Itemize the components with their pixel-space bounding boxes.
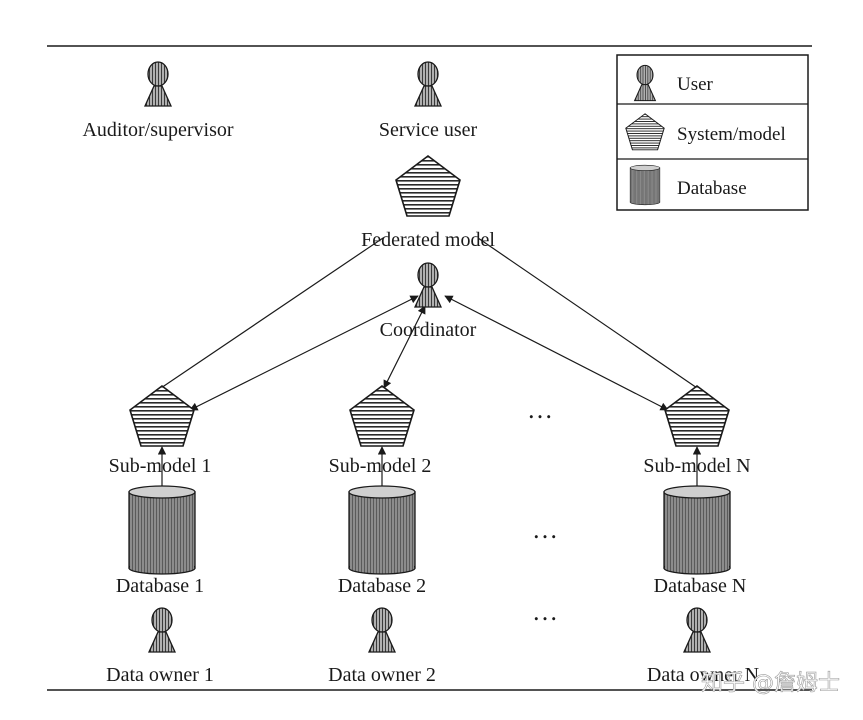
ellipsis-owners: …: [532, 597, 558, 626]
data-owner-1-label: Data owner 1: [106, 664, 214, 686]
database-1-icon: [128, 485, 196, 575]
connections: [157, 237, 702, 490]
database-2-label: Database 2: [338, 575, 426, 597]
sub-model-2-icon: [349, 385, 415, 447]
legend-database-label: Database: [677, 178, 747, 199]
edge-federated-submodel1: [157, 237, 384, 391]
data-owner-n-icon: [683, 607, 711, 653]
legend-system-label: System/model: [677, 124, 786, 145]
watermark: 知乎 @詹姆士: [701, 671, 840, 696]
sub-model-n-icon: [664, 385, 730, 447]
sub-model-1-label: Sub-model 1: [109, 455, 212, 477]
ellipsis-submodels: …: [527, 395, 553, 424]
coordinator-label: Coordinator: [380, 319, 477, 341]
data-owner-2-label: Data owner 2: [328, 664, 436, 686]
data-owner-n-label: Data owner N: [647, 664, 759, 686]
sub-model-2-label: Sub-model 2: [329, 455, 432, 477]
federated-model-label: Federated model: [361, 229, 495, 251]
database-n-label: Database N: [654, 575, 747, 597]
auditor-user-icon: [144, 61, 172, 107]
legend-user-label: User: [677, 74, 714, 95]
legend: User System/model Database: [616, 54, 809, 211]
coordinator-user-icon: [414, 262, 442, 308]
service-user-icon: [414, 61, 442, 107]
auditor-label: Auditor/supervisor: [82, 119, 233, 141]
database-2-icon: [348, 485, 416, 575]
service-user-label: Service user: [379, 119, 478, 141]
sub-model-n-label: Sub-model N: [643, 455, 750, 477]
legend-database-icon: [629, 164, 661, 206]
database-1-label: Database 1: [116, 575, 204, 597]
ellipsis-databases: …: [532, 515, 558, 544]
edge-coordinator-submodel1: [189, 295, 419, 411]
data-owner-2-icon: [368, 607, 396, 653]
database-n-icon: [663, 485, 731, 575]
edge-coordinator-submodel2: [383, 305, 426, 389]
data-owner-1-icon: [148, 607, 176, 653]
edge-coordinator-submodeln: [444, 295, 669, 411]
edge-federated-submodeln: [477, 237, 701, 391]
federated-model-icon: [395, 155, 461, 217]
sub-model-1-icon: [129, 385, 195, 447]
